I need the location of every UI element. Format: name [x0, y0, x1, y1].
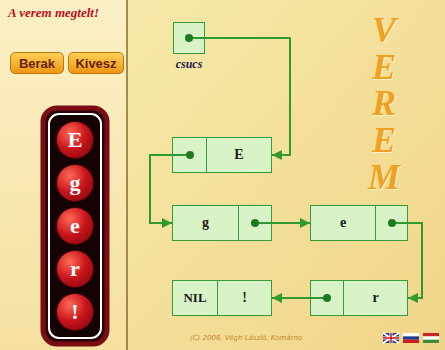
list-node: r: [310, 280, 408, 316]
pointer-arrow: [408, 223, 422, 298]
data-field: NIL: [173, 281, 217, 315]
data-field: !: [217, 281, 271, 315]
data-field: g: [173, 206, 238, 240]
button-label: Berak: [19, 56, 55, 71]
cell-text: E: [234, 147, 243, 163]
pointer-dot: [186, 151, 194, 159]
cell-text: r: [372, 290, 378, 306]
flag-field: [383, 333, 399, 343]
flag-cross: [383, 333, 399, 343]
data-field: e: [311, 206, 375, 240]
stack-tube-inner: [49, 114, 101, 338]
button-label: Kivesz: [75, 56, 116, 71]
status-message: A verem megtelt!: [8, 5, 99, 21]
pointer-field: [375, 206, 407, 240]
cell-text: !: [242, 290, 247, 306]
left-panel: [0, 0, 127, 350]
right-panel: [127, 0, 445, 350]
pointer-dot: [185, 34, 193, 42]
push-button: Kivesz: [68, 52, 124, 74]
flag-stripe: [423, 340, 439, 343]
flag-stripe: [403, 336, 419, 339]
data-field: r: [343, 281, 407, 315]
stack-letter: !: [71, 299, 78, 325]
list-node: e: [310, 205, 408, 241]
pointer-dot: [251, 219, 259, 227]
stack-item: e: [56, 207, 94, 245]
copyright-note: (C) 2006, Végh László, Komárno: [190, 334, 302, 342]
title-text: VEREM: [366, 12, 402, 196]
stack-item: E: [56, 121, 94, 159]
panel-divider: [126, 0, 128, 350]
pointer-field: [238, 206, 271, 240]
list-node: NIL!: [172, 280, 272, 316]
stack-item: r: [56, 250, 94, 288]
stack-letter: g: [70, 170, 81, 196]
pointer-name: csucs: [176, 57, 203, 72]
pointer-dot: [323, 294, 331, 302]
pointer-box: csucs: [173, 22, 205, 54]
stack-letter: E: [68, 127, 83, 153]
list-node: g: [172, 205, 272, 241]
pointer-dot: [388, 219, 396, 227]
stack-item: !: [56, 293, 94, 331]
data-field: E: [206, 138, 271, 172]
flag-sk: [403, 333, 419, 343]
cell-text: g: [202, 215, 209, 231]
flag-cross: [383, 333, 399, 343]
pointer-arrow: [150, 155, 172, 223]
flag-stripe: [423, 333, 439, 336]
flag-uk: [383, 333, 399, 343]
cell-text: e: [340, 215, 346, 231]
stack-letter: e: [70, 213, 80, 239]
cell-text: NIL: [183, 290, 206, 306]
pointer-field: [173, 138, 206, 172]
flag-stripe: [403, 340, 419, 343]
push-button: Berak: [10, 52, 64, 74]
pointer-arrow: [272, 222, 310, 224]
flag-hu: [423, 333, 439, 343]
stack-tube: [43, 108, 107, 344]
flag-cross: [383, 333, 399, 343]
flag-stripe: [423, 336, 439, 339]
stack-item: g: [56, 164, 94, 202]
flag-stripe: [403, 333, 419, 336]
pointer-field: [311, 281, 343, 315]
stack-letter: r: [70, 256, 80, 282]
pointer-arrow: [272, 297, 310, 299]
list-node: E: [172, 137, 272, 173]
